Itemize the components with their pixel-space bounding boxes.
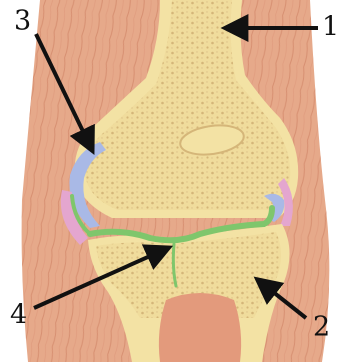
tibia-medullary-cavity bbox=[159, 293, 241, 362]
callout-2-label: 2 bbox=[313, 312, 330, 343]
callout-3-label: 3 bbox=[14, 6, 31, 37]
callout-1-label: 1 bbox=[322, 12, 339, 43]
callout-4-label: 4 bbox=[10, 300, 27, 331]
